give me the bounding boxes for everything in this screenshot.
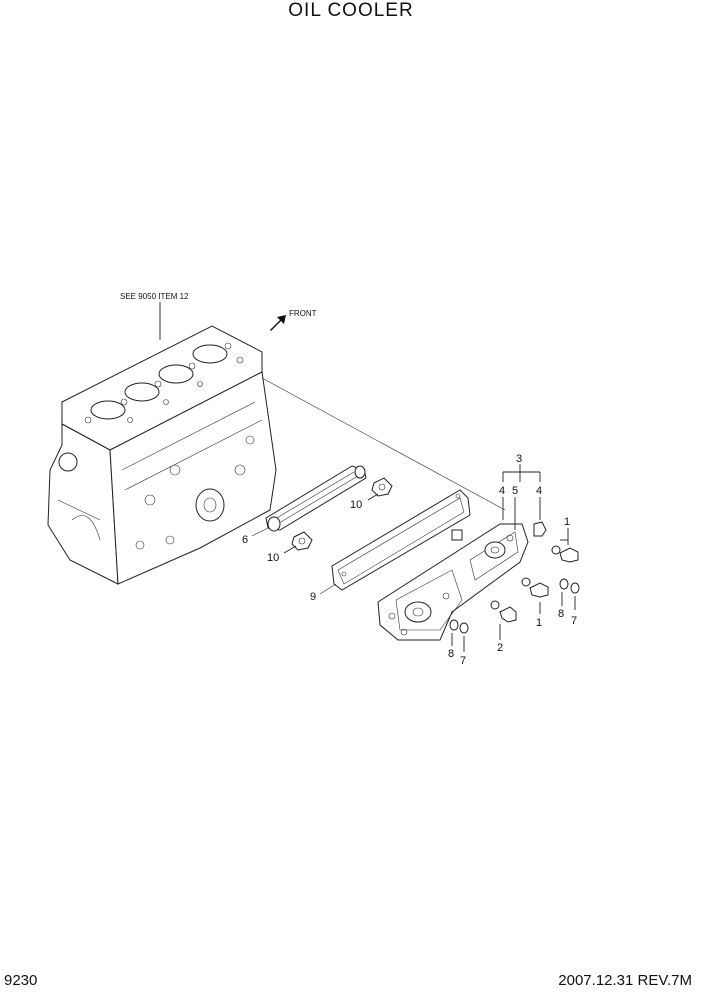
callout-7-lower: 7 — [460, 655, 466, 667]
callout-10-upper: 10 — [350, 499, 362, 511]
callout-1-upper: 1 — [564, 516, 570, 528]
leader-lines — [283, 464, 576, 652]
o-ring-gasket-upper — [371, 477, 393, 497]
page-number: 9230 — [4, 972, 38, 989]
date-revision: 2007.12.31 REV.7M — [558, 972, 692, 989]
callout-8-upper: 8 — [558, 608, 564, 620]
callout-9: 9 — [310, 591, 316, 603]
reference-note: SEE 9050 ITEM 12 — [120, 292, 189, 301]
alignment-line — [261, 377, 506, 511]
callout-7-upper: 7 — [571, 615, 577, 627]
callout-5: 5 — [512, 485, 518, 497]
callout-10-lower: 10 — [267, 552, 279, 564]
page-title: OIL COOLER — [288, 0, 414, 21]
callout-4-left: 4 — [499, 485, 505, 497]
front-arrow-icon — [270, 315, 286, 331]
callout-3: 3 — [516, 453, 522, 465]
oil-cooler-core — [251, 465, 367, 537]
cover-gasket — [331, 489, 471, 591]
front-label: FRONT — [289, 309, 317, 318]
engine-block — [47, 325, 277, 585]
callout-4-right: 4 — [536, 485, 542, 497]
fasteners — [449, 545, 580, 634]
o-ring-gasket-lower — [291, 531, 313, 551]
callout-8-lower: 8 — [448, 648, 454, 660]
callout-1-lower: 1 — [536, 617, 542, 629]
oil-cooler-cover — [377, 523, 529, 641]
callout-6: 6 — [242, 534, 248, 546]
plug-part — [533, 521, 547, 537]
callout-2: 2 — [497, 642, 503, 654]
